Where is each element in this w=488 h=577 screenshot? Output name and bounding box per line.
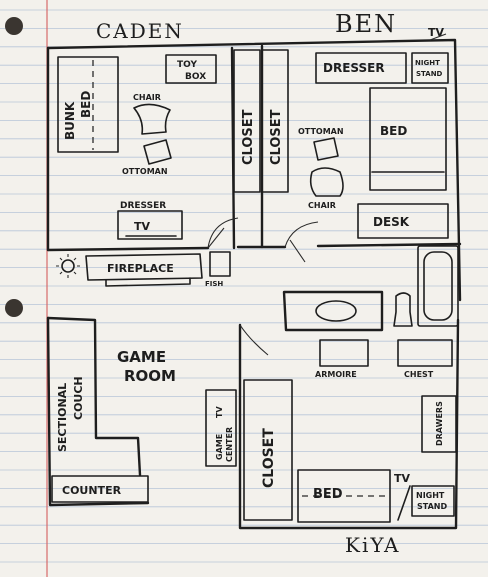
- binder-hole: [5, 299, 23, 317]
- bathroom-sink: [315, 300, 357, 322]
- caden-tv-label: TV: [134, 220, 151, 233]
- caden-toy-box-label: TOY: [177, 60, 197, 70]
- caden-bunk-bed-label-2: BED: [79, 91, 93, 118]
- sectional-couch-label-2: COUCH: [72, 376, 85, 420]
- kiya-bed-label: BED: [313, 487, 343, 502]
- drawers: DRAWERS: [421, 395, 457, 453]
- caden-ottoman-label: OTTOMAN: [122, 167, 168, 176]
- ben-desk-label: DESK: [373, 215, 410, 229]
- kiya-night-stand-label: NIGHT: [416, 491, 445, 500]
- kiya-tv: [397, 485, 411, 521]
- game-tv-label: TV: [215, 406, 224, 418]
- ben-desk: DESK: [357, 203, 449, 239]
- ben-tv-label: TV: [428, 26, 445, 39]
- drawers-label: DRAWERS: [435, 401, 444, 446]
- chest: CHEST: [397, 339, 453, 379]
- ben-dresser: DRESSER: [315, 52, 407, 84]
- caden-chair: [133, 103, 171, 135]
- closet-2: CLOSET: [261, 49, 289, 193]
- sectional-couch-label: SECTIONAL: [56, 383, 69, 452]
- fish-tank: FISH: [205, 251, 231, 288]
- caden-chair-label: CHAIR: [133, 93, 161, 102]
- kiya-bed: BED: [297, 469, 391, 523]
- room-label-game: GAME: [117, 348, 166, 366]
- kiya-tv-label: TV: [394, 472, 411, 485]
- room-label-kiya: KiYA: [345, 533, 400, 557]
- armoire-label: ARMOIRE: [315, 370, 357, 379]
- caden-toy-box: TOY BOX: [165, 54, 217, 84]
- kiya-closet: CLOSET: [243, 379, 293, 521]
- fish-label: FISH: [205, 280, 223, 288]
- ben-dresser-label: DRESSER: [323, 61, 385, 75]
- binder-hole: [5, 17, 23, 35]
- ben-ottoman-label: OTTOMAN: [298, 127, 344, 136]
- kiya-night-stand-label-2: STAND: [417, 502, 447, 511]
- sun-icon: [56, 254, 80, 278]
- counter-label: COUNTER: [62, 484, 122, 497]
- ben-ottoman: [313, 137, 339, 161]
- ben-night-stand: NIGHT STAND: [411, 52, 449, 84]
- ben-bed-label: BED: [380, 124, 407, 138]
- fireplace: FIREPLACE: [85, 253, 203, 287]
- room-label-caden: CADEN: [96, 19, 184, 43]
- caden-bunk-bed-label: BUNK: [63, 101, 77, 140]
- ben-tv: [429, 33, 447, 41]
- armoire: ARMOIRE: [315, 339, 369, 379]
- ben-chair: [309, 167, 344, 197]
- game-center-label: GAME: [215, 434, 224, 460]
- ben-chair-label: CHAIR: [308, 201, 336, 210]
- caden-tv-dresser: TV: [117, 210, 183, 240]
- chest-label: CHEST: [404, 370, 434, 379]
- closet-1: CLOSET: [233, 49, 261, 193]
- room-label-game-room: ROOM: [124, 367, 176, 385]
- ben-night-stand-label: NIGHT: [415, 59, 440, 67]
- closet-2-label: CLOSET: [269, 109, 284, 165]
- ben-night-stand-label-2: STAND: [416, 70, 443, 78]
- bathtub: [417, 245, 459, 327]
- kiya-closet-label: CLOSET: [261, 428, 277, 488]
- caden-toy-box-label-2: BOX: [185, 72, 206, 82]
- counter: COUNTER: [51, 475, 149, 503]
- caden-ottoman: [143, 139, 172, 165]
- ben-bed: BED: [369, 87, 447, 191]
- caden-bunk-bed: BUNK BED: [57, 56, 119, 153]
- game-center-label-2: CENTER: [225, 427, 234, 462]
- fireplace-label: FIREPLACE: [107, 262, 174, 275]
- caden-dresser-label: DRESSER: [120, 201, 166, 211]
- closet-1-label: CLOSET: [241, 109, 256, 165]
- toilet: [393, 292, 413, 327]
- kiya-night-stand: NIGHT STAND: [411, 485, 455, 517]
- room-label-ben: BEN: [335, 10, 397, 38]
- game-center: GAME CENTER TV: [205, 389, 237, 467]
- door-swings: [207, 217, 319, 356]
